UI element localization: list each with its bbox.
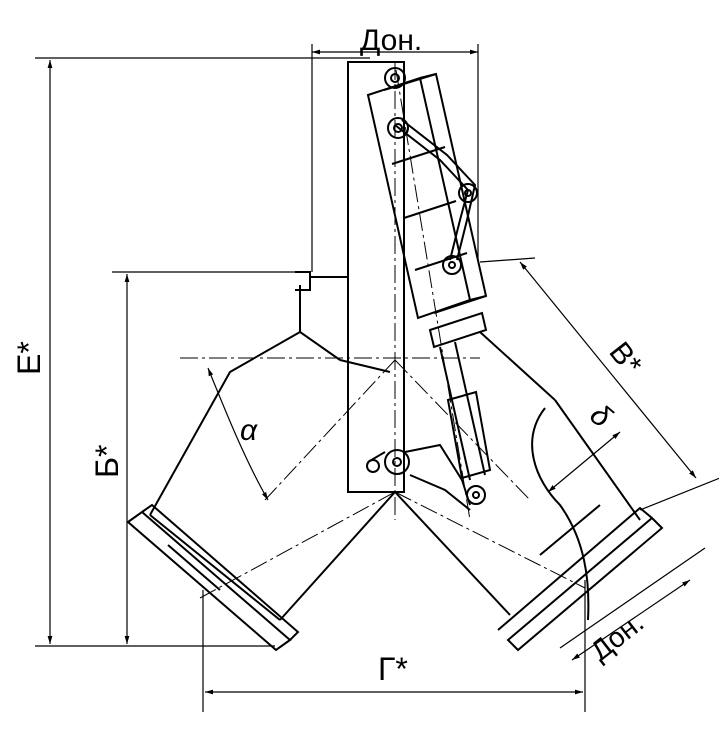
dim-v-length-label: В* xyxy=(602,336,648,382)
dim-total-height xyxy=(35,57,370,647)
dim-delta-label: δ xyxy=(584,398,618,434)
piston-rod xyxy=(439,341,492,481)
linkage-chain xyxy=(384,67,478,275)
dim-g-width-label: Г* xyxy=(378,651,408,687)
left-flange xyxy=(126,503,300,652)
dim-total-height-label: Е* xyxy=(11,341,47,375)
dim-top-diameter-label: Дон. xyxy=(360,24,422,57)
right-flange xyxy=(497,504,664,652)
dim-outlet-diameter-label: Дон. xyxy=(585,607,650,667)
center-lines xyxy=(180,62,586,599)
dim-b-height-label: Б* xyxy=(89,445,125,478)
angle-alpha-label: α xyxy=(240,414,258,447)
lever xyxy=(366,443,486,511)
angle-alpha xyxy=(207,367,269,501)
dim-outlet-diameter xyxy=(559,547,706,661)
dim-v-length xyxy=(479,257,719,511)
dim-delta xyxy=(547,431,621,493)
dim-b-height xyxy=(112,271,300,644)
gate-disc xyxy=(531,407,590,621)
dim-top-diameter xyxy=(311,44,479,272)
